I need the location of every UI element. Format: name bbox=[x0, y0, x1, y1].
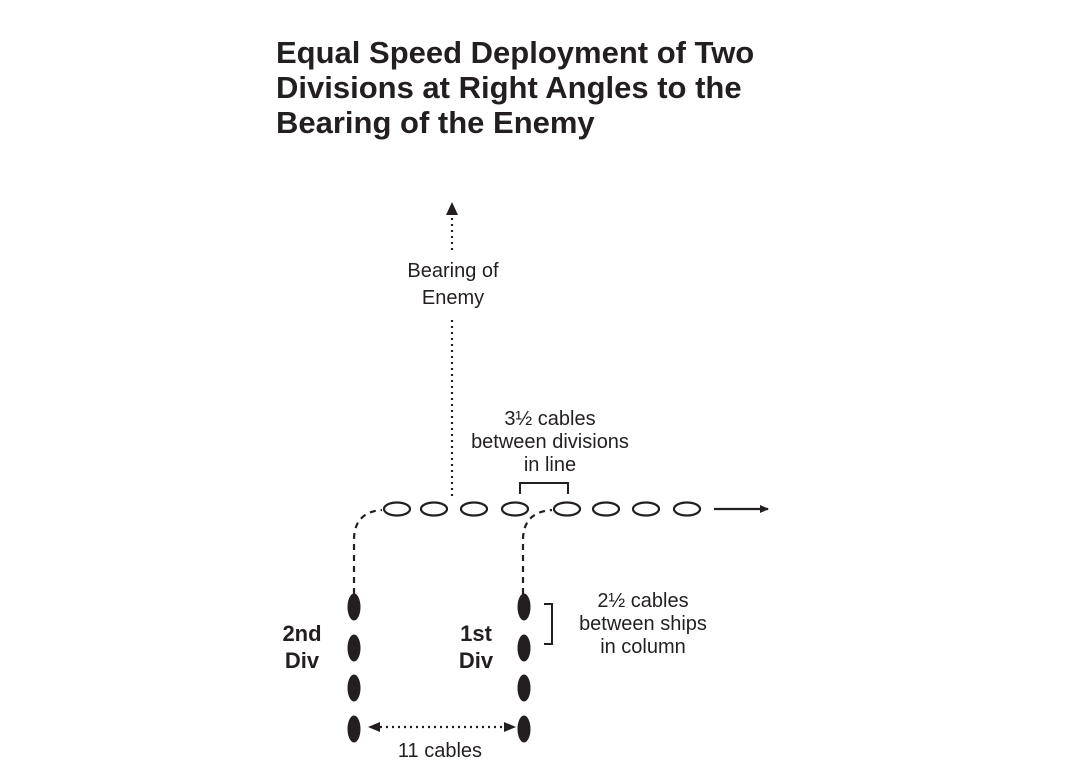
ship-outline bbox=[500, 501, 530, 517]
ship-outline bbox=[591, 501, 621, 517]
divisions-spacing-line-2: between divisions bbox=[471, 431, 629, 453]
distance-label: 11 cables bbox=[398, 740, 482, 762]
div1-turn-path bbox=[521, 508, 553, 594]
diagram-title: Equal Speed Deployment of Two Divisions … bbox=[276, 35, 754, 140]
ship-outline bbox=[631, 501, 661, 517]
ship-filled bbox=[347, 593, 361, 621]
ships-spacing-line-1: 2½ cables bbox=[597, 590, 688, 612]
ship-filled bbox=[517, 593, 531, 621]
ship-filled bbox=[347, 634, 361, 662]
ship-filled bbox=[347, 715, 361, 743]
bearing-label-line-1: Bearing of bbox=[407, 260, 499, 282]
ship-outline bbox=[459, 501, 489, 517]
line-ahead-formation bbox=[382, 501, 769, 517]
div1-label-line-1: 1st bbox=[460, 621, 492, 646]
bearing-label-line-2: Enemy bbox=[422, 287, 484, 309]
divisions-spacing-line-3: in line bbox=[524, 454, 576, 476]
ship-filled bbox=[517, 715, 531, 743]
title-line-2: Divisions at Right Angles to the bbox=[276, 70, 742, 105]
div2-turn-path bbox=[352, 508, 383, 594]
title-line-1: Equal Speed Deployment of Two bbox=[276, 35, 754, 70]
div1-column bbox=[517, 593, 531, 743]
ships-spacing-bracket bbox=[544, 603, 553, 645]
ship-outline bbox=[672, 501, 702, 517]
arrow-right-icon bbox=[504, 722, 516, 732]
ship-outline bbox=[552, 501, 582, 517]
divisions-spacing-bracket bbox=[519, 482, 569, 494]
arrow-up-icon bbox=[446, 202, 458, 215]
div2-label-line-1: 2nd bbox=[282, 621, 321, 646]
ship-filled bbox=[517, 674, 531, 702]
title-line-3: Bearing of the Enemy bbox=[276, 105, 595, 140]
div2-label-line-2: Div bbox=[285, 648, 320, 673]
ship-filled bbox=[517, 634, 531, 662]
ships-spacing-line-3: in column bbox=[600, 636, 686, 658]
div1-label-line-2: Div bbox=[459, 648, 494, 673]
arrow-left-icon bbox=[368, 722, 380, 732]
div2-column bbox=[347, 593, 361, 743]
ship-outline bbox=[382, 501, 412, 517]
ships-spacing-line-2: between ships bbox=[579, 613, 707, 635]
divisions-spacing-line-1: 3½ cables bbox=[504, 408, 595, 430]
ship-filled bbox=[347, 674, 361, 702]
ship-outline bbox=[419, 501, 449, 517]
distance-arrow bbox=[368, 722, 516, 732]
bearing-arrow bbox=[446, 202, 458, 496]
